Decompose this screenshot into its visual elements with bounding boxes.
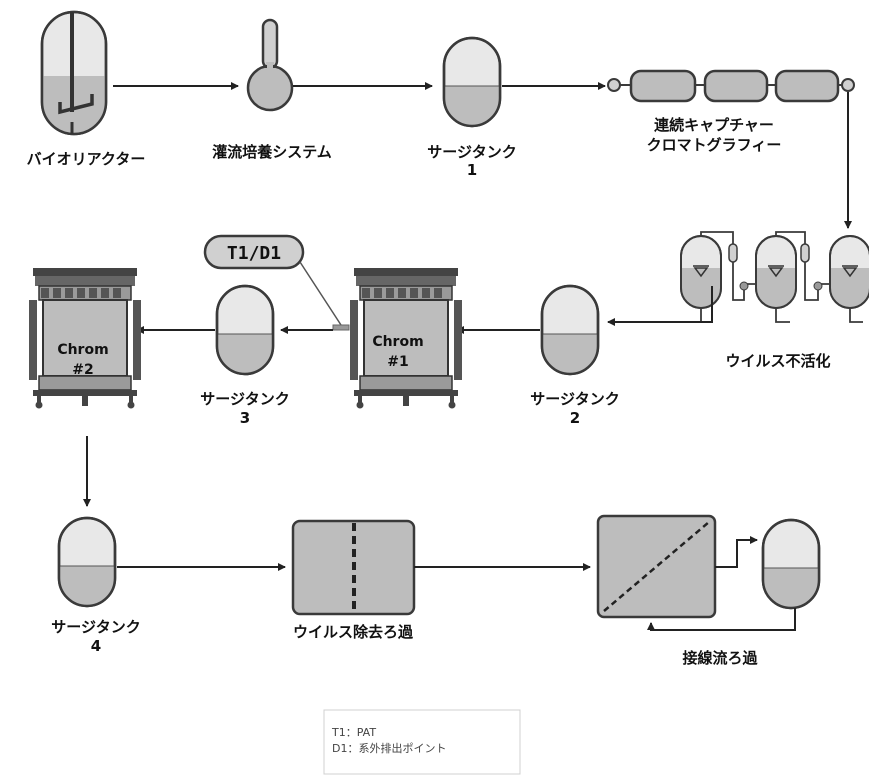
surge-tank-2-label: サージタンク <box>530 390 619 408</box>
legend-box <box>323 709 521 775</box>
tff-label: 接線流ろ過 <box>682 649 758 667</box>
surge-tank-1-label: サージタンク <box>427 143 516 161</box>
chrom-1-label: Chrom <box>372 334 423 350</box>
bioreactor-vessel <box>40 10 108 136</box>
chrom-1-number: #1 <box>387 354 408 370</box>
surge-tank-2 <box>540 284 600 376</box>
surge-tank-4-number: 4 <box>91 637 101 655</box>
surge-tank-3-label: サージタンク <box>200 390 289 408</box>
tangential-flow-filtration-unit <box>596 514 717 619</box>
surge-tank-1-number: 1 <box>467 161 477 179</box>
capture-chromatography-label-2: クロマトグラフィー <box>647 136 782 154</box>
virus-filtration-unit <box>291 519 416 616</box>
chrom-2-label: Chrom <box>57 342 108 358</box>
surge-tank-1 <box>442 36 502 128</box>
perfusion-system-label: 灌流培養システム <box>212 143 332 161</box>
virus-inactivation-label: ウイルス不活化 <box>725 352 830 370</box>
chrom-2-number: #2 <box>72 362 93 378</box>
surge-tank-4-label: サージタンク <box>51 618 140 636</box>
legend-t1: T1：PAT <box>331 726 376 739</box>
virus-inactivation-tanks <box>680 231 869 323</box>
capture-chromatography-label-1: 連続キャプチャー <box>654 116 774 134</box>
legend-d1: D1：系外排出ポイント <box>332 741 446 755</box>
perfusion-system-vessel <box>246 18 294 112</box>
bioreactor-label: バイオリアクター <box>27 150 146 168</box>
surge-tank-3 <box>215 284 275 376</box>
t1-d1-callout <box>203 234 350 331</box>
chrom-column-2 <box>28 267 142 410</box>
final-tank <box>761 518 821 610</box>
surge-tank-4 <box>57 516 117 608</box>
capture-chromatography-columns <box>607 69 855 103</box>
virus-filtration-label: ウイルス除去ろ過 <box>293 623 414 641</box>
t1-d1-callout-label: T1/D1 <box>227 243 281 264</box>
surge-tank-2-number: 2 <box>570 409 580 427</box>
surge-tank-3-number: 3 <box>240 409 250 427</box>
